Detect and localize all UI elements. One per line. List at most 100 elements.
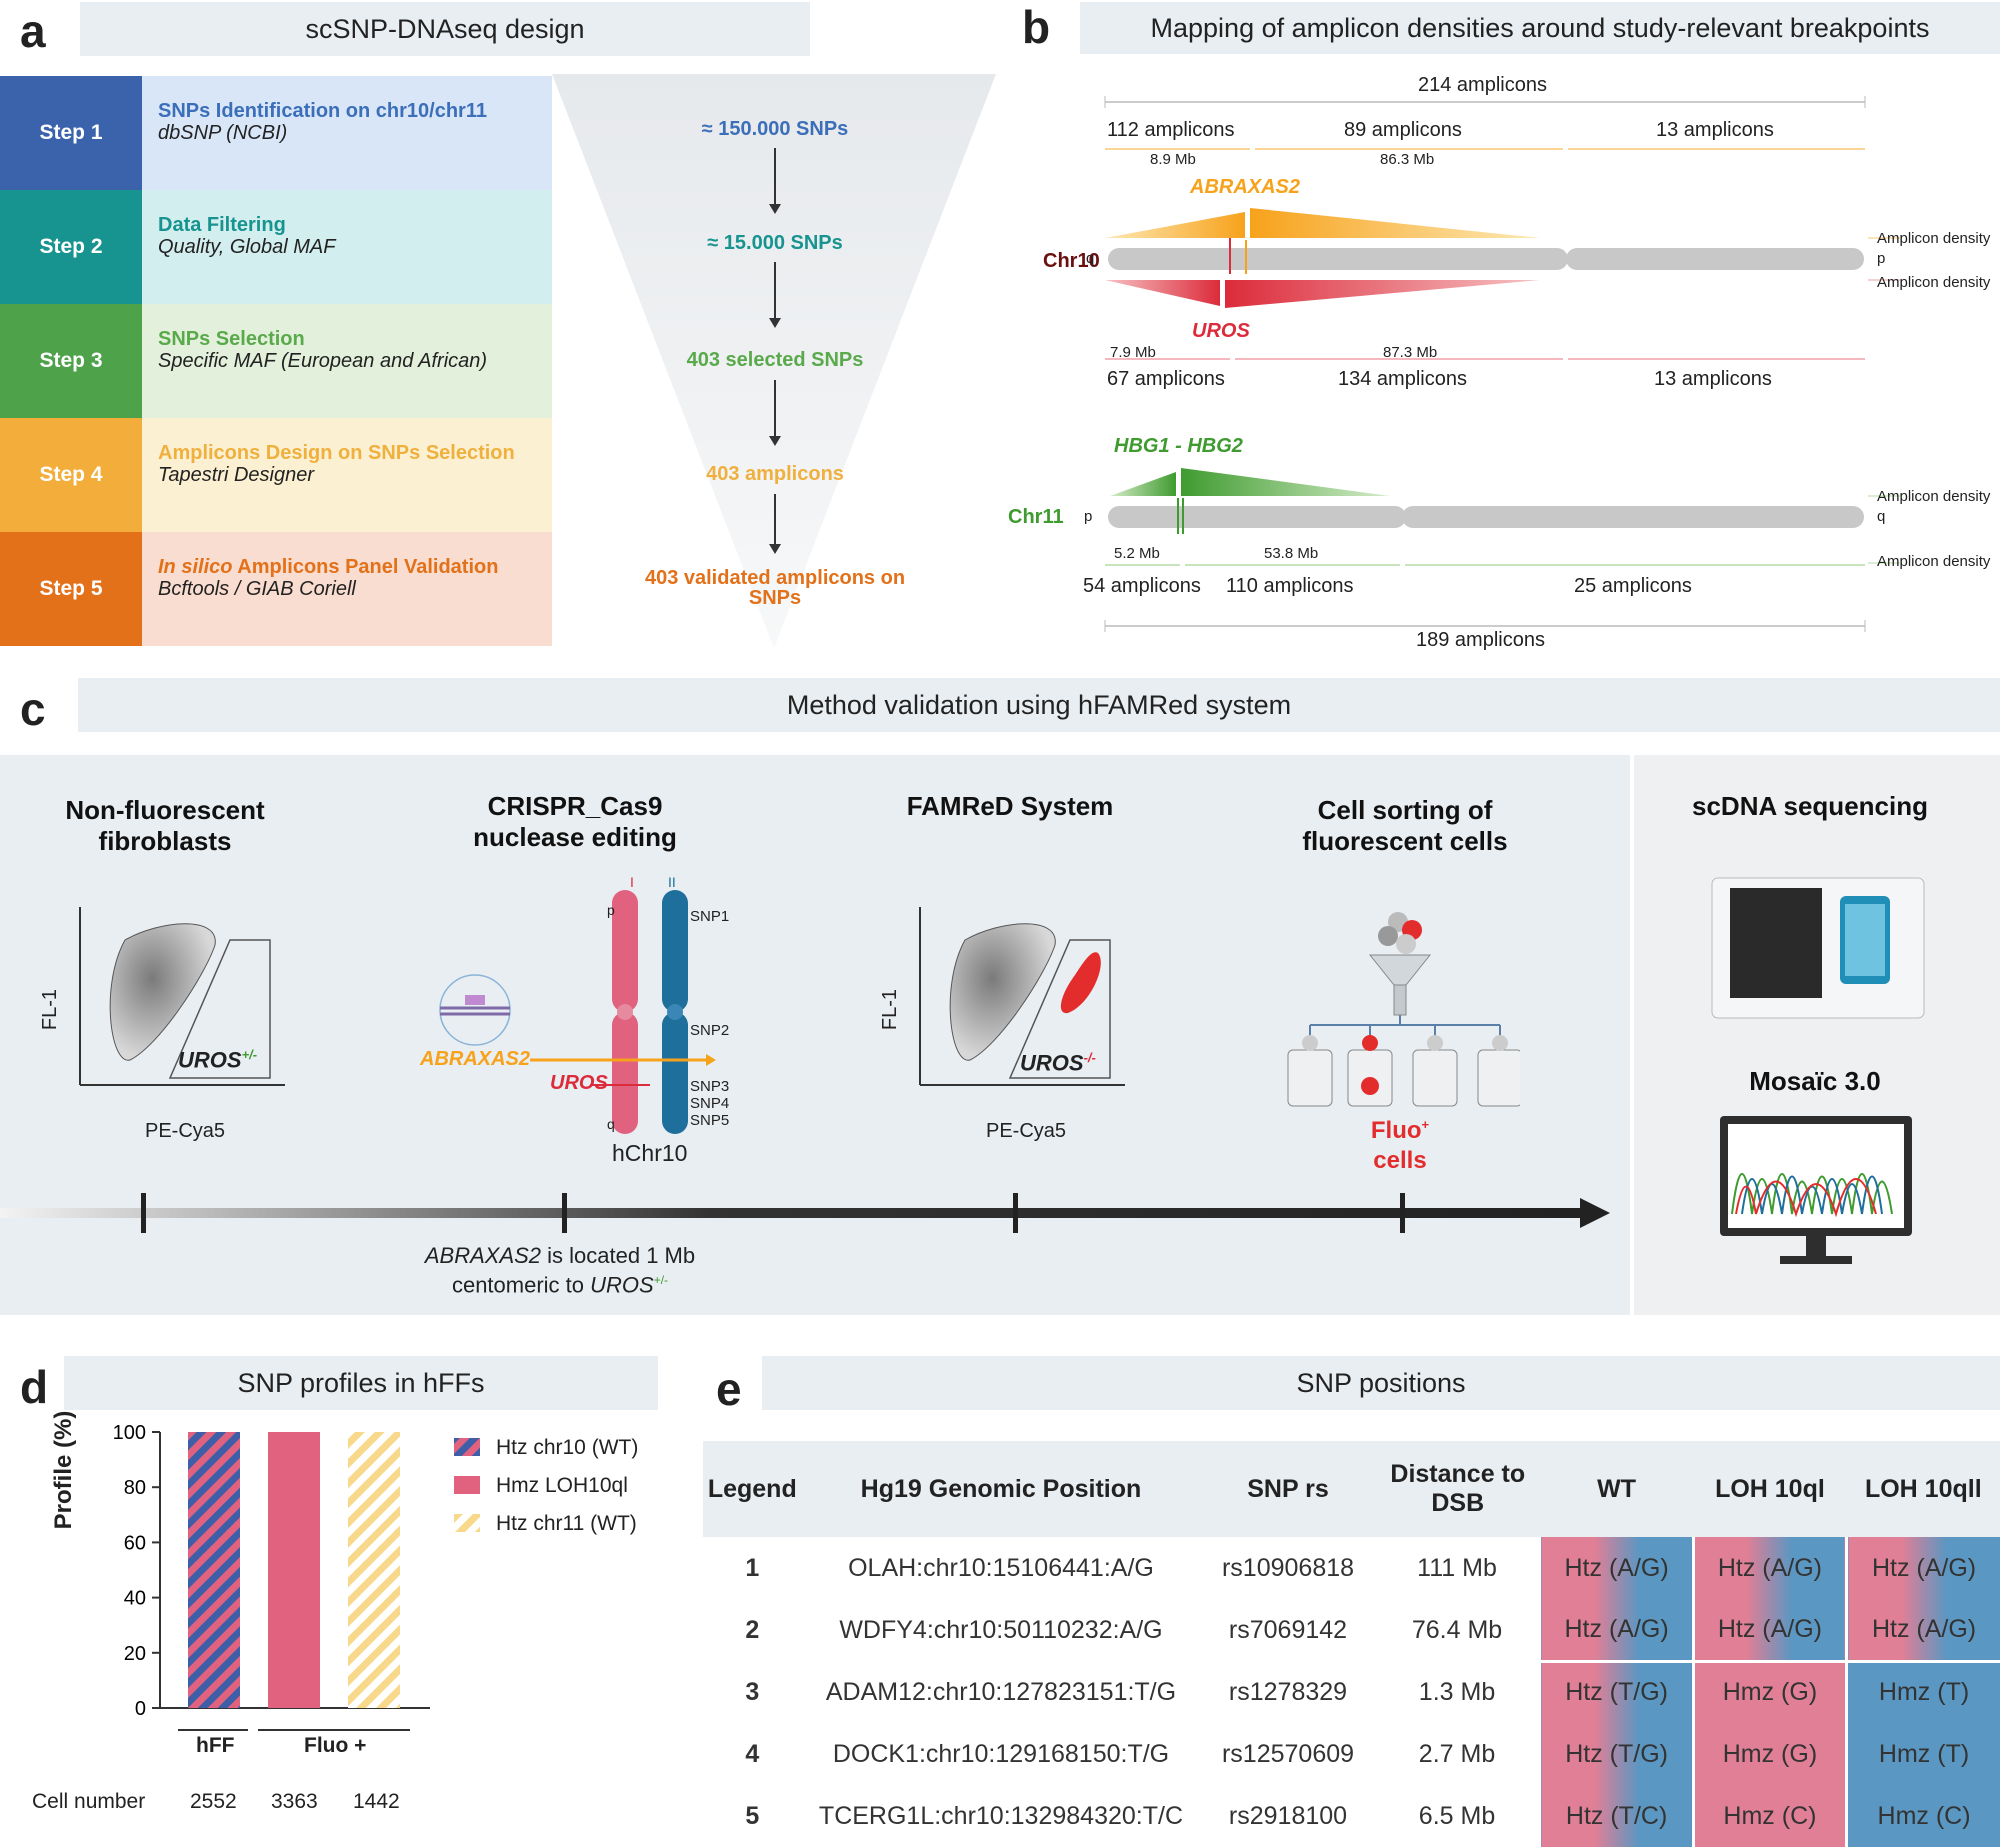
step-row-4: Step 4 Amplicons Design on SNPs Selection… — [0, 418, 552, 532]
chr11-amplicons-1: 54 amplicons — [1083, 575, 1201, 597]
step-subtitle: Bcftools / GIAB Coriell — [158, 578, 356, 600]
snp5-label: SNP5 — [690, 1112, 730, 1129]
step-title: In silico Amplicons Panel Validation — [158, 556, 499, 578]
chrom-q-arm: q — [607, 1116, 615, 1132]
chr10-top-mb-1: 8.9 Mb — [1150, 151, 1196, 168]
table-cell: 111 Mb — [1417, 1553, 1497, 1582]
chr11-mb-1: 5.2 Mb — [1114, 545, 1160, 562]
legend-swatches — [454, 1438, 480, 1532]
mosaic-title: Mosaïc 3.0 — [1749, 1066, 1881, 1096]
panel-c-label: c — [20, 683, 46, 735]
chrom-label-II: II — [668, 874, 676, 890]
table-cell: Hmz (G) — [1691, 1723, 1847, 1785]
step-label: Step 5 — [0, 532, 142, 646]
funnel-level-5: 403 validated amplicons on SNPs — [644, 567, 906, 609]
table-cell: 1.3 Mb — [1418, 1677, 1496, 1706]
chr10-top-amplicons-1: 112 amplicons — [1107, 119, 1235, 141]
step-row-5: Step 5 In silico Amplicons Panel Validati… — [0, 532, 552, 646]
table-cell: 6.5 Mb — [1418, 1801, 1496, 1830]
chr10-top-amplicons-3: 13 amplicons — [1656, 119, 1774, 141]
table-cell: ADAM12:chr10:127823151:T/G — [825, 1677, 1177, 1706]
funnel-level-1: ≈ 150.000 SNPs — [701, 118, 849, 140]
funnel-shape — [552, 74, 996, 648]
axis-fl1-1: FL-1 — [39, 988, 62, 1031]
table-header-cell: Hg19 Genomic Position — [801, 1441, 1201, 1537]
stage-title-3: FAMReD System — [906, 791, 1114, 821]
timeline-tick — [1400, 1193, 1405, 1233]
step-label: Step 1 — [0, 76, 142, 190]
panel-b-label: b — [1022, 1, 1051, 53]
table-cell: rs12570609 — [1221, 1739, 1355, 1768]
gene-abraxas2: ABRAXAS2 — [1190, 176, 1301, 198]
table-cell: Htz (A/G) — [1538, 1599, 1694, 1661]
chrom-label-I: I — [630, 874, 634, 890]
panel-e-title: SNP positions — [762, 1356, 2000, 1410]
table-header-cell: Distance to DSB — [1375, 1441, 1540, 1537]
funnel-arrow — [769, 380, 781, 446]
table-cell: 5 — [745, 1801, 760, 1830]
funnel-level-3: 403 selected SNPs — [686, 349, 864, 371]
panel-a-title: scSNP-DNAseq design — [80, 2, 810, 56]
table-header-cell: WT — [1539, 1441, 1694, 1537]
chr11-total-amplicons: 189 amplicons — [1416, 629, 1545, 651]
step-row-1: Step 1 SNPs Identification on chr10/chr11… — [0, 76, 552, 190]
legend-hmz-loh10ql: Hmz LOH10ql — [496, 1474, 628, 1497]
axis-fl1-2: FL-1 — [879, 988, 902, 1031]
chr11-density-top: Amplicon density — [1877, 488, 1991, 505]
step-title: SNPs Identification on chr10/chr11 — [158, 100, 487, 122]
uros-ko-label: UROS-/- — [1020, 1050, 1096, 1076]
table-cell: Htz (A/G) — [1845, 1599, 2000, 1661]
sequencer-device — [1711, 877, 1925, 1019]
group-label-fluo: Fluo + — [304, 1734, 367, 1757]
table-header-cell: Legend — [703, 1441, 802, 1537]
step-title: Amplicons Design on SNPs Selection — [158, 442, 515, 464]
crispr-abraxas2-label: ABRAXAS2 — [420, 1048, 531, 1070]
table-cell: Hmz (G) — [1691, 1659, 1847, 1723]
cell-number-2: 3363 — [271, 1790, 318, 1813]
legend-htz-chr10: Htz chr10 (WT) — [496, 1436, 639, 1459]
stage-title-2: CRISPR_Cas9 nuclease editing — [473, 791, 677, 852]
step-label: Step 4 — [0, 418, 142, 532]
y-tick-label: 80 — [124, 1477, 146, 1499]
chr10-total-amplicons: 214 amplicons — [1418, 74, 1547, 96]
chr10-bottom-amplicons-1: 67 amplicons — [1107, 368, 1225, 390]
table-cell: rs10906818 — [1221, 1553, 1355, 1582]
cell-number-1: 2552 — [190, 1790, 237, 1813]
funnel-level-2: ≈ 15.000 SNPs — [707, 232, 843, 254]
chr10-label: Chr10 — [1043, 250, 1100, 272]
cell-number-label: Cell number — [32, 1790, 146, 1813]
chr10-density-top: Amplicon density — [1877, 230, 1991, 247]
chr10-density-bottom: Amplicon density — [1877, 274, 1991, 291]
table-cell: Htz (T/C) — [1538, 1785, 1694, 1847]
chr10-top-mb-2: 86.3 Mb — [1380, 151, 1435, 168]
step-label: Step 3 — [0, 304, 142, 418]
panel-d-label: d — [20, 1361, 49, 1413]
monitor-chromatogram — [1720, 1116, 1912, 1264]
cell-sorter — [1287, 912, 1520, 1107]
chr10-p-arm: p — [1877, 250, 1886, 267]
step-label: Step 2 — [0, 190, 142, 304]
stage-title-1: Non-fluorescent fibroblasts — [65, 795, 265, 856]
table-cell: rs1278329 — [1228, 1677, 1348, 1706]
chr11-label: Chr11 — [1008, 506, 1064, 528]
table-header-cell: LOH 10ql — [1693, 1441, 1847, 1537]
timeline-arrowhead — [1580, 1198, 1610, 1228]
flow-plot-2 — [919, 907, 1125, 1086]
timeline-bar — [0, 1208, 1580, 1218]
step-subtitle: Quality, Global MAF — [158, 236, 336, 258]
chr11-p-arm: p — [1084, 508, 1093, 525]
snp4-label: SNP4 — [690, 1095, 730, 1112]
chromosome-map — [1104, 96, 1900, 632]
flow-plot-1 — [79, 907, 285, 1086]
group-label-hff: hFF — [196, 1734, 235, 1757]
step-title: Data Filtering — [158, 214, 286, 236]
snp1-label: SNP1 — [690, 908, 730, 925]
chr11-q-arm: q — [1877, 508, 1886, 525]
